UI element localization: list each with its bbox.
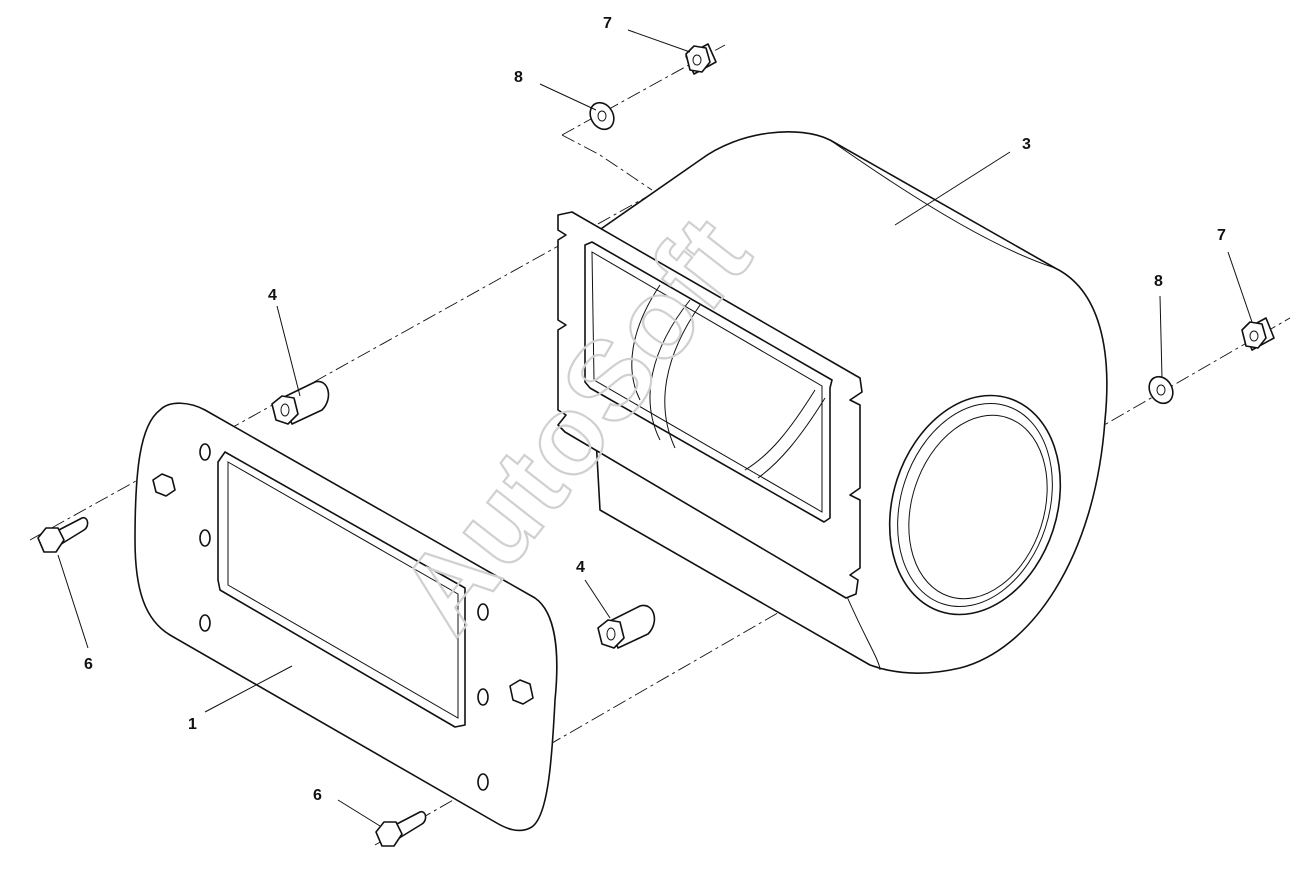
plate-hole-2 [199, 529, 211, 547]
plate-nut-left [152, 473, 176, 497]
plate-hole-4 [477, 603, 489, 621]
callout-1: 1 [188, 716, 197, 733]
plate-window-inner [227, 461, 459, 719]
upper-offset-axis [561, 134, 653, 191]
outlet-ring-bore [908, 414, 1048, 600]
leader-6-upper [57, 554, 89, 649]
washer-top-outer [589, 101, 615, 131]
nut-right-face [1241, 321, 1267, 349]
nut-top-face [685, 45, 711, 73]
flange-window [584, 241, 833, 523]
washer-right-inner [1156, 384, 1166, 396]
callout-4-upper: 4 [268, 287, 277, 304]
impeller-vane-2 [664, 304, 701, 449]
rivet-nut-upper-bore [280, 403, 290, 417]
flange-window-inner [591, 251, 823, 513]
leader-7-top [627, 29, 691, 53]
callout-7-top: 7 [603, 15, 612, 32]
blower-housing [557, 131, 1108, 675]
mounting-plate [134, 402, 558, 832]
rivet-nut-upper [271, 380, 330, 425]
bolt-upper [37, 516, 89, 553]
washer-top-inner [597, 110, 607, 122]
outlet-ring-inner [897, 402, 1053, 608]
leader-8-right [1159, 295, 1163, 379]
leader-3 [894, 151, 1011, 226]
rivet-nut-lower [597, 604, 656, 649]
impeller-vane-1 [649, 299, 691, 441]
nut-top [685, 43, 717, 75]
callout-6-upper: 6 [84, 656, 93, 673]
impeller-vane-4 [757, 397, 826, 479]
nut-right-bore [1249, 330, 1259, 342]
rivet-nut-upper-head [271, 395, 299, 425]
bolt-lower-head [375, 821, 403, 847]
leader-4-upper [276, 305, 301, 397]
plate-nut-right [509, 679, 534, 705]
plate-hole-5 [477, 688, 489, 706]
leader-4-lower [584, 579, 611, 619]
plate-hole-1 [199, 443, 211, 461]
washer-right-outer [1148, 375, 1174, 405]
rivet-nut-lower-head [597, 619, 625, 649]
plate-hole-6 [477, 773, 489, 791]
nut-right [1241, 317, 1275, 351]
plate-hole-3 [199, 614, 211, 632]
callout-6-lower: 6 [313, 787, 322, 804]
callout-7-right: 7 [1217, 227, 1226, 244]
impeller-vane-3 [744, 389, 816, 471]
callouts: 7 8 3 7 8 4 4 6 6 1 [84, 15, 1226, 804]
leader-lines [57, 29, 1253, 827]
rivet-nut-lower-bore [606, 627, 616, 641]
plate-window [217, 451, 466, 728]
impeller-vane-5 [631, 284, 661, 401]
outlet-ring-outer [888, 394, 1062, 616]
callout-3: 3 [1022, 136, 1031, 153]
leader-8-top [539, 83, 597, 111]
washer-top [589, 101, 615, 131]
callout-8-right: 8 [1154, 273, 1163, 290]
housing-side-curve [829, 139, 1056, 269]
bolt-lower [375, 810, 427, 847]
bolt-upper-head [37, 527, 65, 553]
leader-6-lower [337, 799, 381, 827]
nut-top-bore [692, 54, 702, 66]
callout-8-top: 8 [514, 69, 523, 86]
callout-4-lower: 4 [576, 559, 585, 576]
leader-1 [204, 665, 293, 713]
washer-right [1148, 375, 1174, 405]
leader-7-right [1227, 251, 1253, 323]
upper-left-axis [29, 194, 651, 541]
